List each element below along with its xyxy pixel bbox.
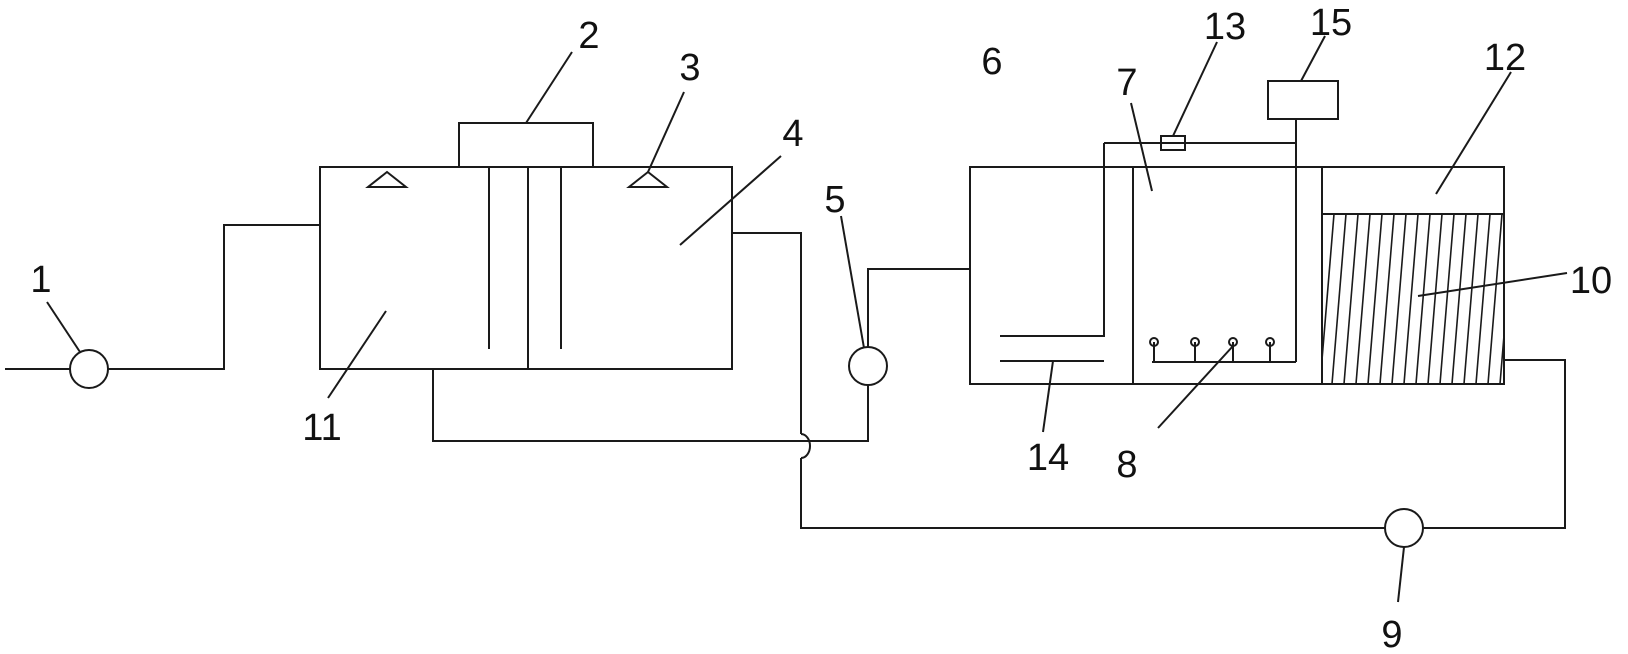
pump-1 (69, 349, 109, 389)
label-15: 15 (1310, 2, 1352, 44)
filter-hatch-line (1355, 213, 1371, 385)
label-13: 13 (1204, 6, 1246, 48)
level-marker-left (365, 170, 409, 188)
aerator-nozzles (1149, 337, 1275, 362)
leader-12 (1435, 71, 1512, 195)
right-tank (969, 80, 1505, 385)
label-2: 2 (578, 15, 599, 57)
aerator-nozzle (1149, 337, 1159, 347)
top-unit-2 (458, 122, 594, 167)
plate-upper-14 (1000, 143, 1105, 337)
pump-5 (848, 346, 888, 386)
left-tank-body (319, 166, 733, 370)
filter-hatch-line (1391, 213, 1407, 385)
filter-hatch-line (1343, 213, 1359, 385)
filter-hatch-line (1475, 213, 1491, 385)
leader-9 (1397, 546, 1405, 603)
labels: 1 2 3 4 5 6 7 8 9 10 11 12 13 14 15 (30, 2, 1612, 654)
label-6: 6 (981, 41, 1002, 83)
label-4: 4 (782, 113, 803, 155)
label-8: 8 (1116, 444, 1137, 486)
aerator-nozzle (1190, 337, 1200, 347)
leader-4 (679, 155, 782, 246)
label-3: 3 (679, 47, 700, 89)
return-line (732, 232, 1566, 548)
filter-hatch-line (1439, 213, 1455, 385)
leader-1 (46, 301, 81, 353)
leader-3 (647, 91, 685, 173)
label-11: 11 (302, 407, 341, 449)
return-pipe-bottom (800, 458, 1385, 529)
filter-hatch-line (1499, 335, 1505, 385)
pipe-crossover-hop (800, 433, 811, 459)
transfer-line (432, 268, 970, 442)
filter-media-10 (1321, 213, 1505, 385)
blower-15 (1267, 80, 1339, 120)
label-5: 5 (824, 179, 845, 221)
filter-hatch-line (1379, 213, 1395, 385)
filter-hatch-line (1415, 213, 1431, 385)
filter-hatch-line (1463, 213, 1479, 385)
filter-hatch-line (1451, 213, 1467, 385)
label-12: 12 (1484, 37, 1526, 79)
filter-hatch-line (1487, 213, 1503, 385)
label-10: 10 (1570, 260, 1612, 302)
level-marker-right-3 (626, 170, 670, 188)
inlet-line (5, 224, 320, 389)
filter-hatch-line (1331, 213, 1347, 385)
aerator-nozzle (1265, 337, 1275, 347)
leader-13 (1172, 41, 1218, 137)
leader-8 (1157, 345, 1234, 429)
leader-10 (1417, 272, 1568, 297)
leader-lines (46, 35, 1568, 603)
label-9: 9 (1381, 614, 1402, 654)
leader-14 (1042, 360, 1054, 433)
leader-7 (1130, 102, 1153, 192)
tank-bottom-outlet (432, 369, 869, 442)
filter-hatch-line (1427, 213, 1443, 385)
outlet-pipe-top (732, 232, 802, 434)
leader-11 (327, 310, 387, 399)
inlet-pipe-to-tank (108, 224, 320, 370)
filter-hatch-line (1403, 213, 1419, 385)
leader-15 (1300, 35, 1326, 82)
leader-5 (840, 215, 865, 349)
leader-2 (525, 51, 573, 124)
label-14: 14 (1027, 437, 1069, 479)
filter-hatch-line (1321, 213, 1335, 360)
label-1: 1 (30, 259, 51, 301)
filter-hatch-line (1367, 213, 1383, 385)
label-7: 7 (1116, 62, 1137, 104)
return-pipe-right (1423, 359, 1566, 529)
pipe-to-tank-6 (867, 268, 970, 347)
pump-9 (1384, 508, 1424, 548)
left-tank (319, 122, 733, 370)
right-tank-body (969, 166, 1505, 385)
